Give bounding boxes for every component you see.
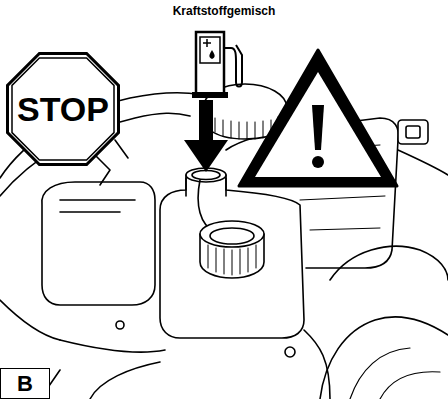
tank-neck [186,178,226,196]
figure-letter: B [17,371,33,397]
stop-switch [406,126,420,138]
fuel-cap [200,221,264,247]
fuel-tank [160,175,304,338]
filter-cover [60,200,135,212]
rear-handle [398,150,448,175]
housing-outline [40,362,160,399]
stop-text: STOP [17,90,109,129]
housing-outline [60,330,330,399]
hand-outline [350,348,440,399]
warning-triangle [239,50,397,186]
heading-label: Kraftstoffgemisch [173,4,276,18]
fuel-mix-icon [192,32,242,98]
fill-arrow [184,100,228,172]
fuel-cap [208,245,256,275]
stop-switch [398,120,428,144]
front-handle [0,300,60,340]
hand-outline [320,317,448,399]
rear-handle [330,246,448,280]
octagon-outline [8,54,119,165]
stop-sign: STOP [6,52,120,166]
screw [285,347,295,357]
octagon-outline [12,58,114,160]
filter-cover [42,182,155,305]
figure-letter-box: B [0,368,50,399]
screw [116,321,124,329]
fuel-cap [210,228,254,244]
